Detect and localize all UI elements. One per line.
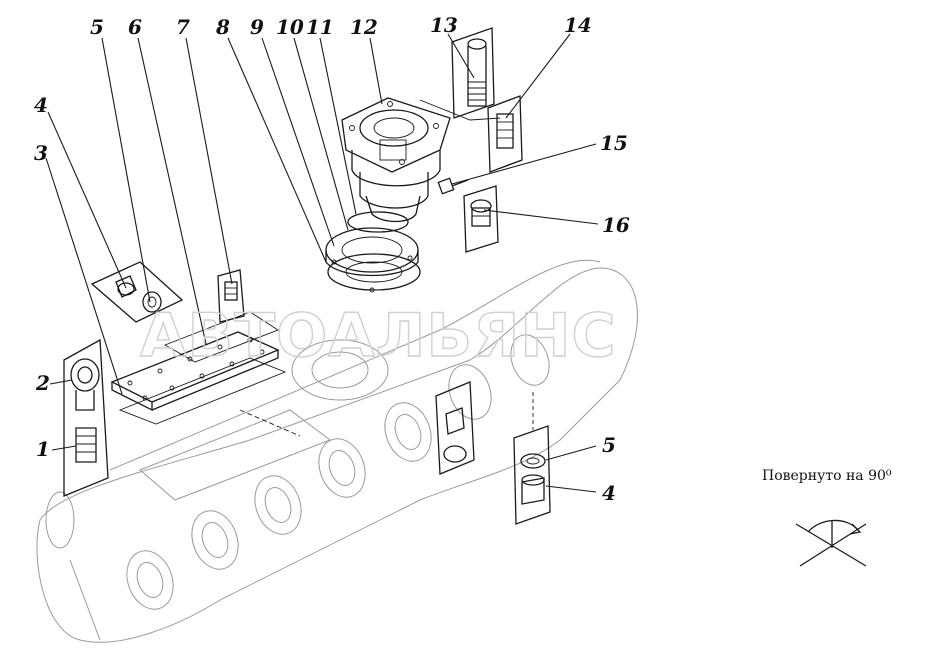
rotation-symbol-icon bbox=[795, 519, 867, 567]
callout-10: 10 bbox=[276, 15, 304, 39]
callout-5-right: 5 bbox=[602, 433, 616, 457]
callout-2: 2 bbox=[35, 371, 50, 395]
callout-4-right: 4 bbox=[602, 481, 616, 505]
plug-washer-left bbox=[90, 261, 184, 323]
bolt-13-frame-line bbox=[419, 99, 501, 121]
watermark: АВТОАЛЬЯНС bbox=[140, 301, 617, 371]
bolt-15 bbox=[437, 177, 469, 195]
callout-4: 4 bbox=[34, 93, 48, 117]
callout-3: 3 bbox=[34, 141, 48, 165]
housing-body bbox=[36, 259, 638, 643]
callout-6: 6 bbox=[128, 15, 142, 39]
cover-plate bbox=[110, 331, 287, 425]
callout-1: 1 bbox=[36, 437, 50, 461]
callout-12: 12 bbox=[350, 15, 378, 39]
callout-9: 9 bbox=[250, 15, 264, 39]
plug-washer-mid bbox=[435, 381, 475, 475]
leader-lines bbox=[45, 33, 599, 493]
assembly-arrow bbox=[239, 409, 301, 437]
plug-16 bbox=[463, 185, 499, 253]
lifting-eye-group bbox=[63, 338, 109, 497]
rings-stack bbox=[325, 211, 421, 293]
callout-13: 13 bbox=[430, 13, 458, 37]
callout-15: 15 bbox=[600, 131, 628, 155]
callout-8: 8 bbox=[215, 15, 230, 39]
callout-14: 14 bbox=[564, 13, 592, 37]
callout-16: 16 bbox=[602, 213, 630, 237]
rotation-note: Повернуто на 90⁰ bbox=[762, 468, 892, 484]
flange-housing bbox=[341, 97, 451, 223]
callout-11: 11 bbox=[306, 15, 334, 39]
callout-5: 5 bbox=[90, 15, 104, 39]
callout-7: 7 bbox=[176, 15, 190, 39]
gasket-sheet bbox=[163, 311, 279, 363]
callout-labels: 1 2 3 4 5 6 7 8 9 10 11 12 13 14 15 16 5… bbox=[34, 13, 630, 505]
plug-washer-right bbox=[513, 392, 551, 525]
plug-7 bbox=[217, 269, 245, 323]
bolt-13 bbox=[451, 27, 495, 119]
stud-14 bbox=[487, 95, 523, 173]
